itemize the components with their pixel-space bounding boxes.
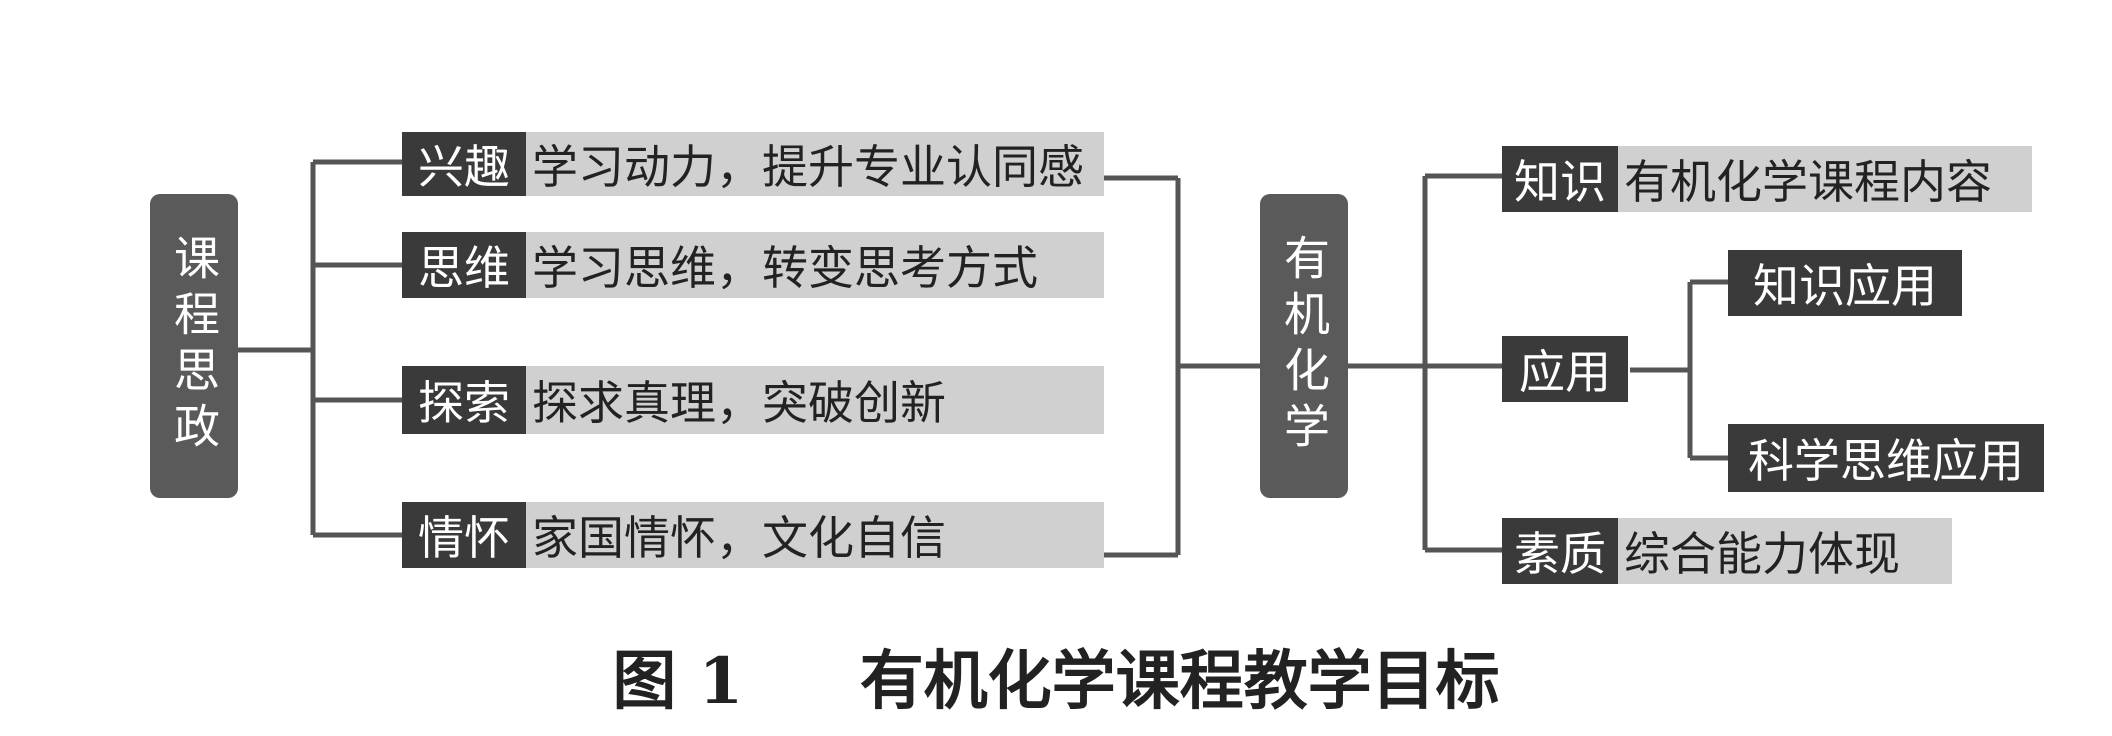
left-item-tag-label: 情怀 [418, 511, 510, 565]
left-root-box: 课程思政 [150, 194, 238, 498]
right-item-tag-label: 素质 [1514, 527, 1606, 581]
left-item-tag-exploration: 探索 [402, 366, 526, 434]
left-item-desc-thinking: 学习思维，转变思考方式 [526, 232, 1104, 298]
left-item-desc-label: 学习思维，转变思考方式 [532, 241, 1038, 295]
left-item-desc-label: 家国情怀，文化自信 [532, 511, 946, 565]
application-sub-label: 知识应用 [1753, 259, 1937, 313]
left-item-desc-label: 学习动力，提升专业认同感 [532, 140, 1084, 194]
left-item-tag-label: 探索 [418, 376, 510, 430]
left-item-tag-thinking: 思维 [402, 232, 526, 298]
left-item-tag-label: 兴趣 [418, 140, 510, 194]
right-item-desc-knowledge: 有机化学课程内容 [1618, 146, 2032, 212]
left-item-desc-interest: 学习动力，提升专业认同感 [526, 132, 1104, 196]
figure-caption: 图 1 有机化学课程教学目标 [0, 630, 2112, 722]
center-root-label: 有机化学 [1277, 234, 1331, 458]
center-root-box: 有机化学 [1260, 194, 1348, 498]
application-sub-label: 科学思维应用 [1748, 434, 2024, 488]
application-sub-item: 知识应用 [1728, 250, 1962, 316]
right-item-tag-knowledge: 知识 [1502, 146, 1618, 212]
right-item-desc-label: 有机化学课程内容 [1624, 155, 1992, 209]
application-sub-item: 科学思维应用 [1728, 424, 2044, 492]
figure-label: 图 1 [612, 644, 744, 719]
left-item-tag-sentiment: 情怀 [402, 502, 526, 568]
figure-title: 有机化学课程教学目标 [859, 644, 1500, 719]
right-item-tag-label: 应用 [1519, 345, 1611, 399]
left-item-tag-interest: 兴趣 [402, 132, 526, 196]
left-item-desc-sentiment: 家国情怀，文化自信 [526, 502, 1104, 568]
right-item-tag-quality: 素质 [1502, 518, 1618, 584]
left-item-desc-exploration: 探求真理，突破创新 [526, 366, 1104, 434]
left-item-tag-label: 思维 [418, 241, 510, 295]
right-item-tag-application: 应用 [1502, 336, 1628, 402]
left-root-label: 课程思政 [167, 234, 221, 458]
right-item-desc-quality: 综合能力体现 [1618, 518, 1952, 584]
right-item-tag-label: 知识 [1514, 155, 1606, 209]
right-item-desc-label: 综合能力体现 [1624, 527, 1900, 581]
left-item-desc-label: 探求真理，突破创新 [532, 376, 946, 430]
